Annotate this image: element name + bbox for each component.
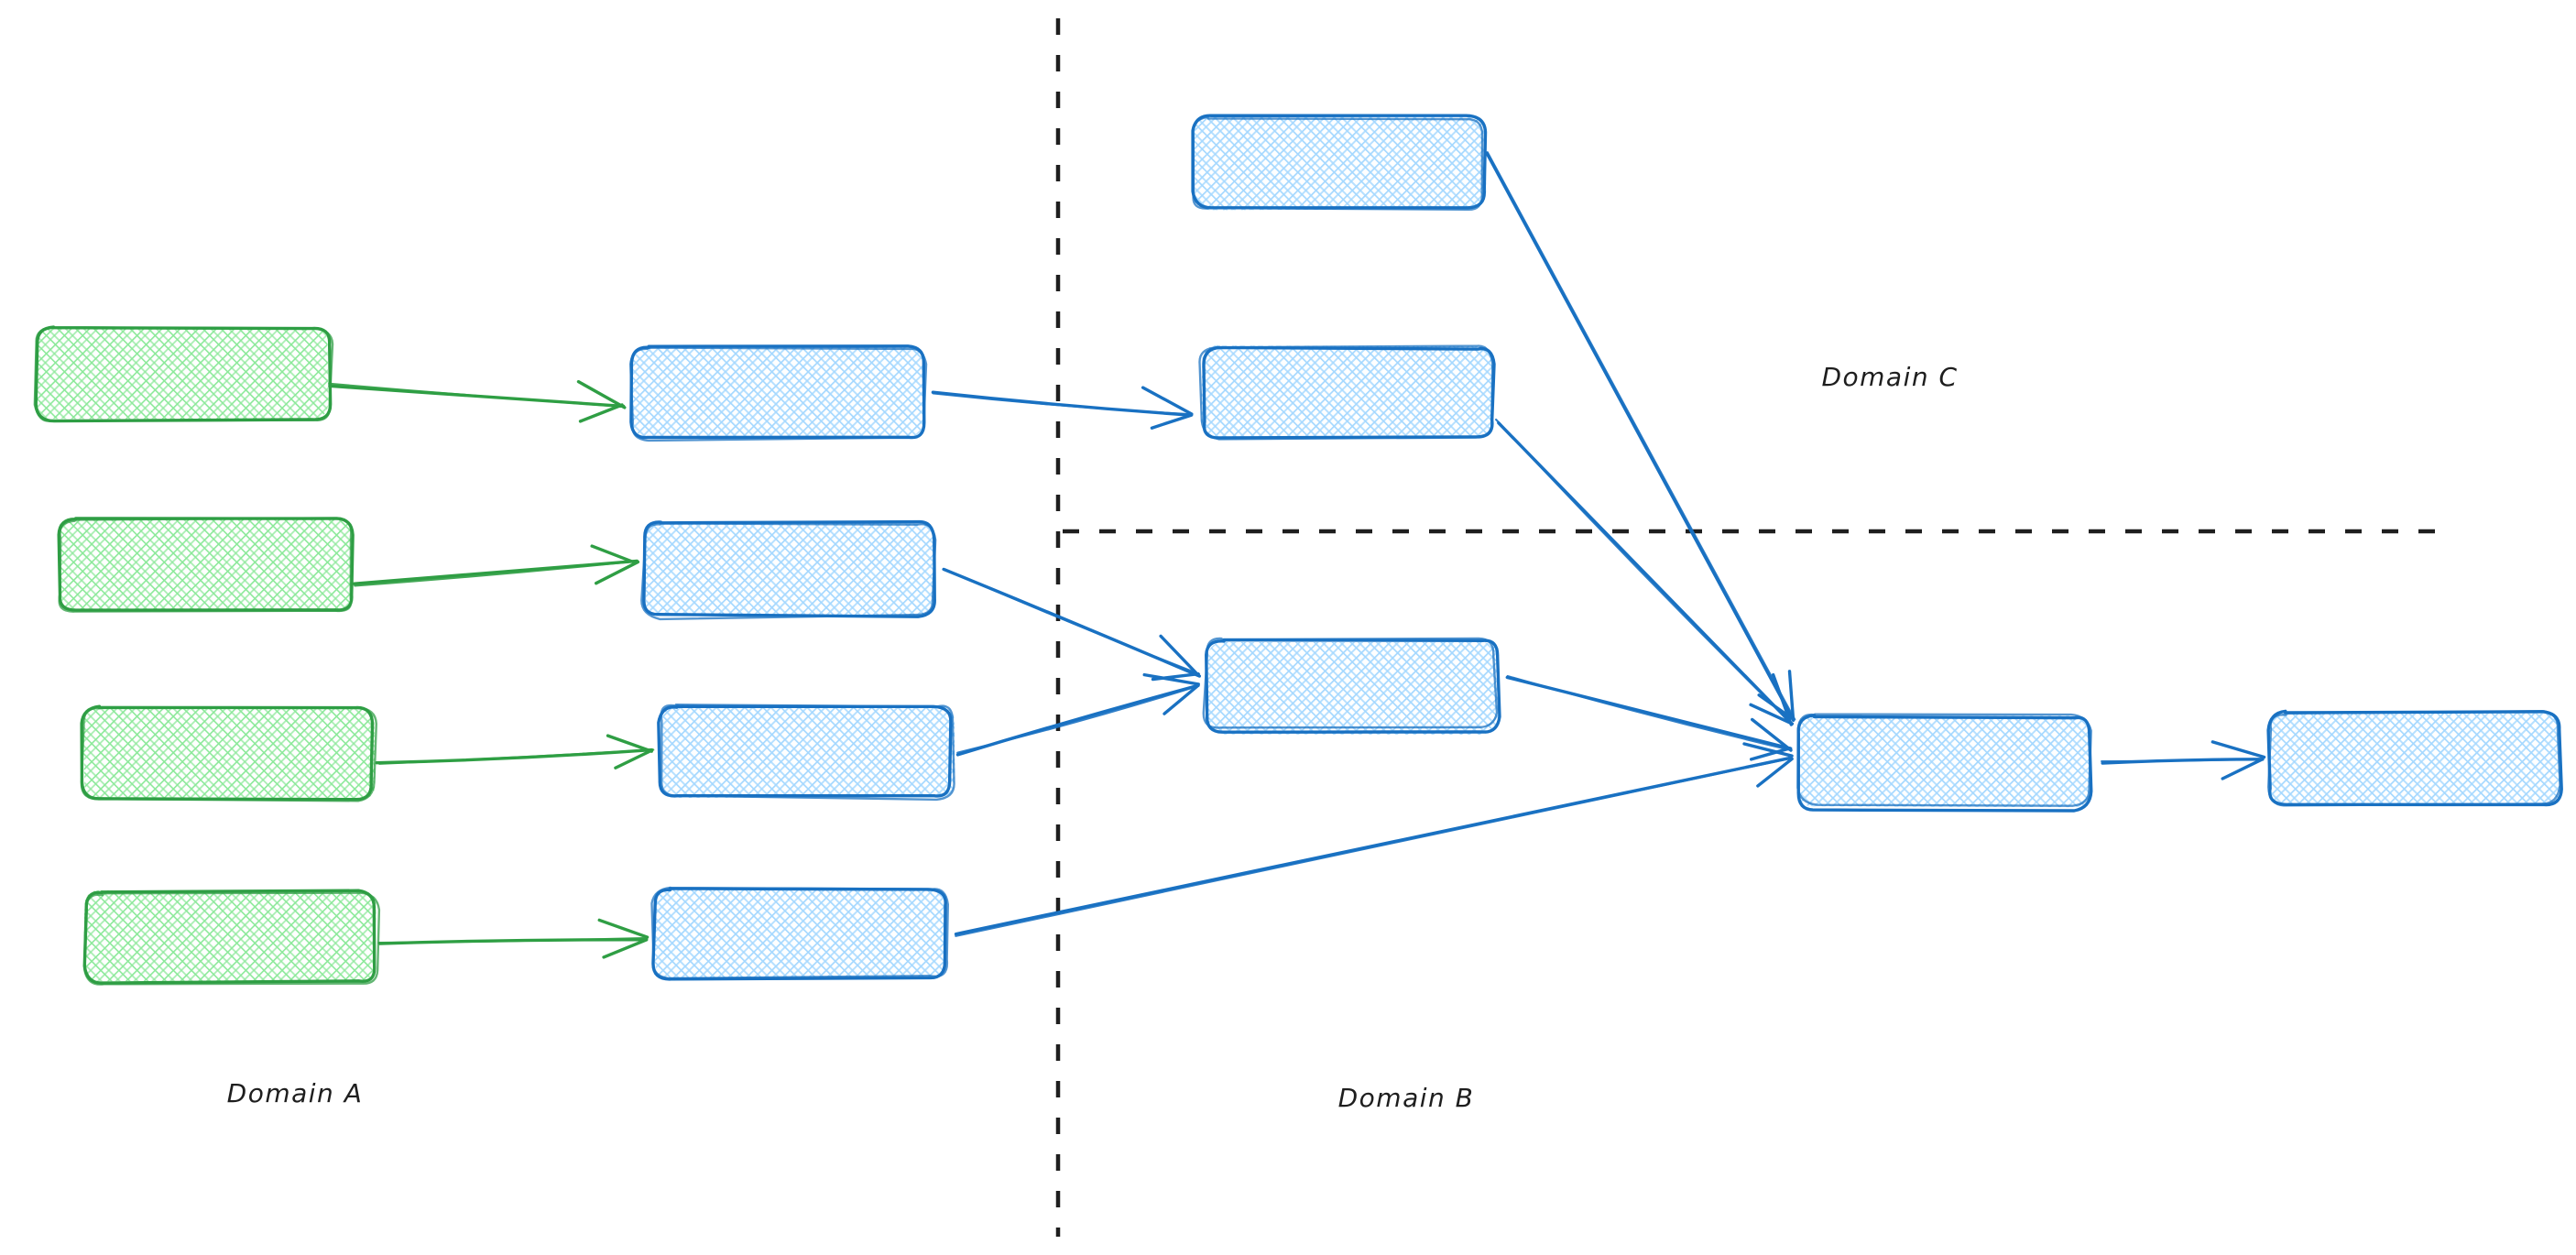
edge-b4-to-b5 [955,672,1200,757]
edge-b6-to-c1 [954,742,1794,937]
node-c2[interactable] [2266,709,2563,807]
label-domain-c: Domain C [1821,362,1958,392]
edge-b1-to-b2 [931,386,1194,430]
node-a1[interactable] [33,325,334,423]
label-domain-b: Domain B [1338,1083,1475,1113]
edge-b3-to-b5 [942,567,1202,682]
node-a2[interactable] [57,517,355,613]
edge-a1-to-b1 [327,379,627,423]
edge-b2-to-c1 [1495,418,1795,726]
edge-a4-to-b6 [377,918,649,959]
node-b3[interactable] [640,519,937,621]
node-c1[interactable] [1796,713,2093,813]
edge-a2-to-b3 [353,544,640,587]
edge-a3-to-b4 [375,734,655,769]
node-b5[interactable] [1202,637,1501,735]
edge-layer [327,151,2266,959]
node-layer [33,114,2563,986]
node-a4[interactable] [82,889,381,986]
edge-b5-to-c1 [1505,674,1793,761]
label-domain-a: Domain A [227,1078,364,1108]
node-b1[interactable] [629,344,928,442]
node-b4[interactable] [657,704,955,802]
node-a3[interactable] [80,704,377,802]
node-b6[interactable] [650,886,950,981]
label-layer: Domain A Domain B Domain C [227,362,1958,1113]
edge-c1-to-c2 [2101,740,2266,780]
node-b0[interactable] [1191,114,1488,211]
node-b2[interactable] [1198,344,1496,441]
edge-b0-to-c1 [1485,151,1796,723]
divider-layer [1055,18,2453,1237]
